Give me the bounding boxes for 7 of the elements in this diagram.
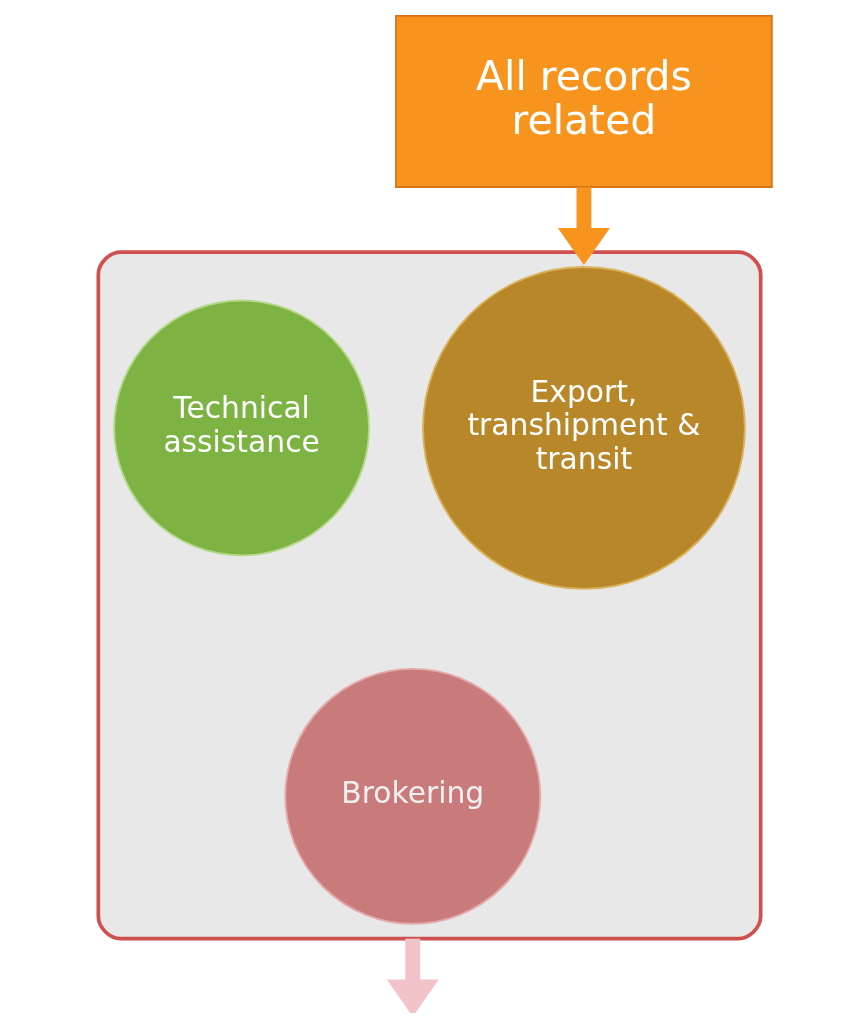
arrow (386, 938, 439, 1013)
cluster (96, 250, 763, 941)
node-circle: Brokering (284, 668, 542, 925)
node-box: All records related (395, 14, 773, 188)
node-circle: Export, transhipment & transit (422, 266, 746, 590)
node-circle: Technical assistance (113, 299, 370, 557)
arrow (557, 187, 610, 266)
